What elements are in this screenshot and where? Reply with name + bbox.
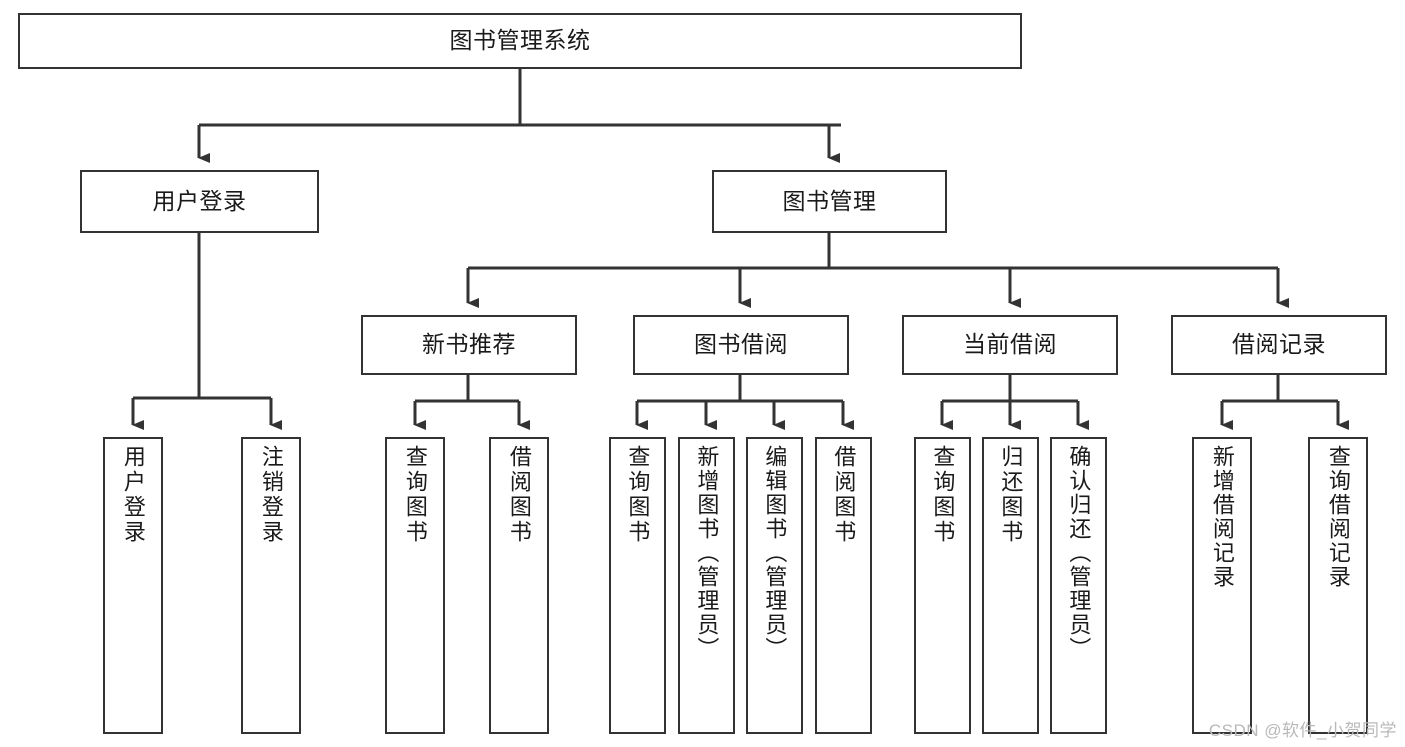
node-book-management[interactable]: 图书管理 [712,170,947,233]
node-new-book-recommend-label: 新书推荐 [422,331,516,358]
node-current-borrow-label: 当前借阅 [963,331,1057,358]
leaf-edit-book-label: 编辑图书（管理员） [762,445,788,661]
node-root-label: 图书管理系统 [449,27,591,54]
node-current-borrow[interactable]: 当前借阅 [902,315,1118,375]
leaf-add-book-label: 新增图书（管理员） [694,445,720,661]
node-borrow-record[interactable]: 借阅记录 [1171,315,1387,375]
leaf-user-login-label: 用户登录 [120,445,146,545]
leaf-user-logout-label: 注销登录 [258,445,284,545]
leaf-query-record[interactable]: 查询借阅记录 [1308,437,1368,734]
csdn-watermark: CSDN @软件_小贺同学 [1208,721,1397,740]
leaf-borrow-book-2[interactable]: 借阅图书 [815,437,872,734]
leaf-borrow-book-2-label: 借阅图书 [831,445,857,545]
leaf-user-logout[interactable]: 注销登录 [241,437,301,734]
leaf-borrow-book-1-label: 借阅图书 [506,445,532,545]
leaf-borrow-book-1[interactable]: 借阅图书 [489,437,549,734]
leaf-query-book-1-label: 查询图书 [402,445,428,545]
node-book-borrow[interactable]: 图书借阅 [633,315,849,375]
leaf-add-record-label: 新增借阅记录 [1209,445,1235,589]
leaf-user-login[interactable]: 用户登录 [103,437,163,734]
leaf-add-book[interactable]: 新增图书（管理员） [678,437,735,734]
leaf-query-book-3-label: 查询图书 [930,445,956,545]
leaf-query-record-label: 查询借阅记录 [1325,445,1351,589]
leaf-add-record[interactable]: 新增借阅记录 [1192,437,1252,734]
leaf-return-book-label: 归还图书 [998,445,1024,545]
node-borrow-record-label: 借阅记录 [1232,331,1326,358]
leaf-return-book[interactable]: 归还图书 [982,437,1039,734]
leaf-query-book-1[interactable]: 查询图书 [385,437,445,734]
leaf-query-book-2[interactable]: 查询图书 [609,437,666,734]
node-user-login-label: 用户登录 [152,187,247,214]
node-new-book-recommend[interactable]: 新书推荐 [361,315,577,375]
leaf-edit-book[interactable]: 编辑图书（管理员） [746,437,803,734]
node-book-borrow-label: 图书借阅 [694,331,788,358]
leaf-query-book-2-label: 查询图书 [625,445,651,545]
leaf-confirm-return-label: 确认归还（管理员） [1066,445,1092,661]
leaf-query-book-3[interactable]: 查询图书 [914,437,971,734]
node-book-management-label: 图书管理 [782,187,877,214]
node-user-login[interactable]: 用户登录 [80,170,319,233]
leaf-confirm-return[interactable]: 确认归还（管理员） [1050,437,1107,734]
node-root[interactable]: 图书管理系统 [18,13,1022,69]
